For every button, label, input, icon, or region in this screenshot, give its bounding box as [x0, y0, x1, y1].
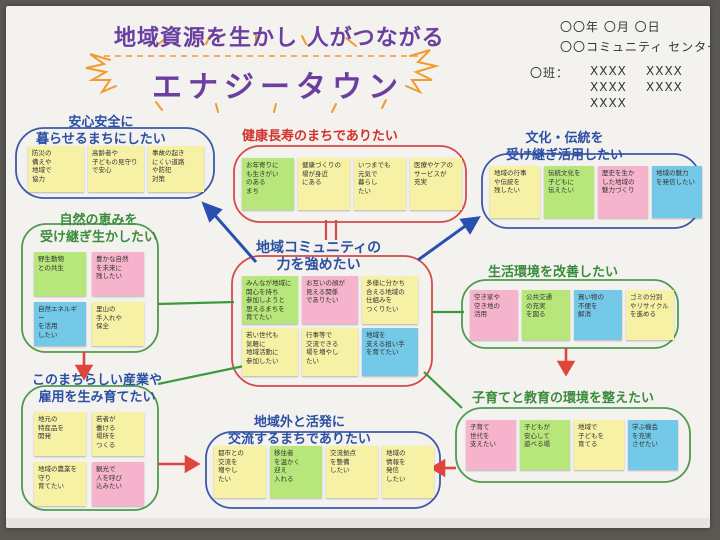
- sticky-note: 都市との 交流を 増やし たい: [214, 446, 266, 498]
- sticky-note: お互いの顔が 見える関係 でありたい: [302, 276, 358, 324]
- sticky-note: 交流拠点 を整備 したい: [326, 446, 378, 498]
- sticky-note: 買い物の 不便を 解消: [574, 290, 622, 340]
- arrows-red: [74, 348, 576, 478]
- outline-sangyo: [21, 385, 159, 511]
- heading-shizen: 自然の恵みを 受け継ぎ生かしたい: [40, 213, 158, 245]
- sticky-note: 歴史を生か した地域の 魅力づくり: [598, 166, 648, 218]
- outline-shizen: [21, 223, 159, 353]
- sticky-note: 自然エネルギー を活用 したい: [34, 302, 86, 346]
- info-member: XXXX: [646, 64, 683, 78]
- sticky-note: 公共交通 の充実 を図る: [522, 290, 570, 340]
- sticky-note: 若者が 働ける 場所を つくる: [92, 412, 144, 456]
- outline-kenko: [233, 145, 467, 223]
- heading-kenko: 健康長寿のまちでありたい: [242, 129, 398, 144]
- sticky-note: 高齢者や 子どもの見守り で安心: [88, 146, 144, 192]
- info-group-label: 〇班：: [530, 66, 570, 80]
- heading-koryu: 地域外と活発に 交流するまちでありたい: [228, 415, 371, 447]
- sticky-notes-layer: 防災の 備えや 地域で 協力高齢者や 子どもの見守り で安心事故の起き にくい道…: [6, 6, 710, 528]
- sticky-note: お年寄りに も生きがい のある まち: [242, 158, 294, 210]
- double-line-connector: [324, 220, 338, 240]
- info-date: 〇〇年 〇月 〇日: [560, 20, 661, 34]
- sticky-note: 防災の 備えや 地域で 協力: [28, 146, 84, 192]
- sticky-note: 里山の 手入れや 保全: [92, 302, 144, 346]
- sticky-note: 子育て 世代を 支えたい: [466, 420, 516, 470]
- decoration-layer: [15, 33, 701, 511]
- heading-kosodate: 子育てと教育の環境を整えたい: [472, 391, 655, 406]
- board-bottom-edge: [6, 518, 710, 528]
- sticky-note: 地域の農業を 守り 育てたい: [34, 462, 86, 506]
- sticky-note: 医療やケアの サービスが 充実: [410, 158, 462, 210]
- outline-anzen: [15, 127, 215, 199]
- sticky-note: 地域の 情報を 発信 したい: [382, 446, 434, 498]
- sticky-note: 地元の 特産品を 開発: [34, 412, 86, 456]
- title-burst-lines: [85, 33, 440, 113]
- sticky-note: 地域の行事 や伝統を 残したい: [490, 166, 540, 218]
- info-org: 〇〇コミュニティ センター: [560, 40, 710, 54]
- outline-kosodate: [455, 407, 691, 483]
- sticky-note: 地域で 子どもを 育てる: [574, 420, 624, 470]
- heading-seikatsu: 生活環境を改善したい: [488, 265, 619, 280]
- sticky-note: 伝統文化を 子どもに 伝えたい: [544, 166, 594, 218]
- info-member: XXXX: [646, 80, 683, 94]
- sticky-note: 学ぶ機会 を充実 させたい: [628, 420, 678, 470]
- info-member: XXXX: [590, 80, 627, 94]
- sticky-note: 事故の起き にくい道路 や防犯 対策: [148, 146, 204, 192]
- sticky-note: 子どもが 安心して 遊べる場: [520, 420, 570, 470]
- green-connectors: [157, 300, 464, 409]
- sticky-note: いつまでも 元気で 暮らし たい: [354, 158, 406, 210]
- outline-center: [231, 255, 433, 387]
- arrows-blue: [201, 201, 481, 263]
- heading-anzen: 安心安全に 暮らせるまちにしたい: [36, 115, 166, 147]
- sticky-note: 地域の魅力 を発信したい: [652, 166, 702, 218]
- sticky-note: 観光で 人を呼び 込みたい: [92, 462, 144, 506]
- sticky-note: 野生動物 との共生: [34, 252, 86, 296]
- outline-seikatsu: [461, 279, 679, 349]
- info-member: XXXX: [590, 96, 627, 110]
- sticky-note: 行事等で 交流できる 場を増やし たい: [302, 328, 358, 376]
- heading-center: 地域コミュニティの 力を強めたい: [256, 240, 382, 273]
- sticky-note: 空き家や 空き地の 活用: [470, 290, 518, 340]
- heading-bunka: 文化・伝統を 受け継ぎ活用したい: [506, 131, 624, 163]
- title-line1: 地域資源を生かし 人がつながる: [114, 26, 445, 51]
- sticky-note: 若い世代も 気軽に 地域活動に 参加したい: [242, 328, 298, 376]
- heading-sangyo: このまちらしい産業や 雇用を生み育てたい: [32, 373, 163, 405]
- sticky-note: 健康づくりの 場が身近 にある: [298, 158, 350, 210]
- sticky-note: 豊かな自然 を未来に 残したい: [92, 252, 144, 296]
- sticky-note: 多様に分かち 合える地域の 仕組みを つくりたい: [362, 276, 418, 324]
- info-member: XXXX: [590, 64, 627, 78]
- sticky-note: みんなが地域に関心を持ち 参加しようと 思えるまちを 育てたい: [242, 276, 298, 324]
- poster-board: 地域資源を生かし 人がつながる エナジータウン 〇〇年 〇月 〇日 〇〇コミュニ…: [6, 6, 710, 528]
- sticky-note: 移住者 を温かく 迎え 入れる: [270, 446, 322, 498]
- title-line2: エナジータウン: [152, 70, 404, 105]
- sticky-note: 地域を 支える担い手 を育てたい: [362, 328, 418, 376]
- sticky-note: ゴミの分別 やリサイクル を進める: [626, 290, 674, 340]
